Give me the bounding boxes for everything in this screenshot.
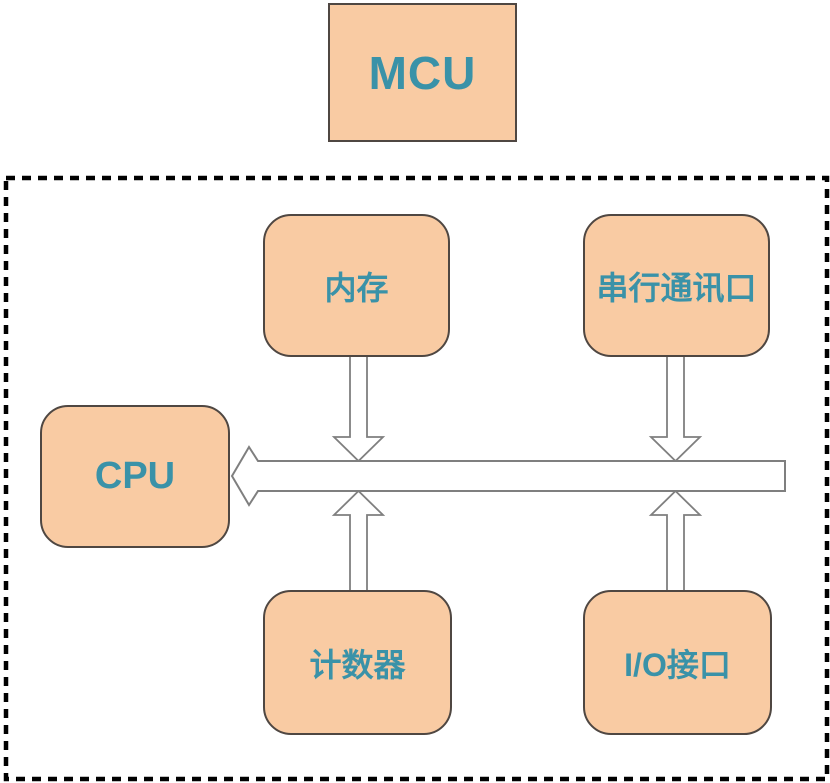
node-cpu-label: CPU <box>94 455 176 497</box>
node-serial-port-label: 串行通讯口 <box>596 269 757 306</box>
node-io-port: I/O接口 <box>583 590 772 735</box>
node-mcu: MCU <box>328 3 517 142</box>
connector-memory-to-bus-down-arrow <box>331 357 386 463</box>
node-serial-port: 串行通讯口 <box>583 214 770 357</box>
connector-io-to-bus-up-arrow <box>648 489 703 590</box>
system-bus-left-arrow <box>230 445 786 507</box>
connector-serial-to-bus-down-arrow <box>648 357 703 463</box>
connector-counter-to-bus-up-arrow <box>331 489 386 590</box>
node-memory: 内存 <box>263 214 450 357</box>
node-counter-label: 计数器 <box>309 646 406 683</box>
node-memory-label: 内存 <box>324 269 389 306</box>
node-cpu: CPU <box>40 405 230 548</box>
node-counter: 计数器 <box>263 590 452 735</box>
node-mcu-label: MCU <box>368 46 477 99</box>
node-io-port-label: I/O接口 <box>624 646 731 683</box>
mcu-boundary-dashed-border <box>3 175 830 782</box>
